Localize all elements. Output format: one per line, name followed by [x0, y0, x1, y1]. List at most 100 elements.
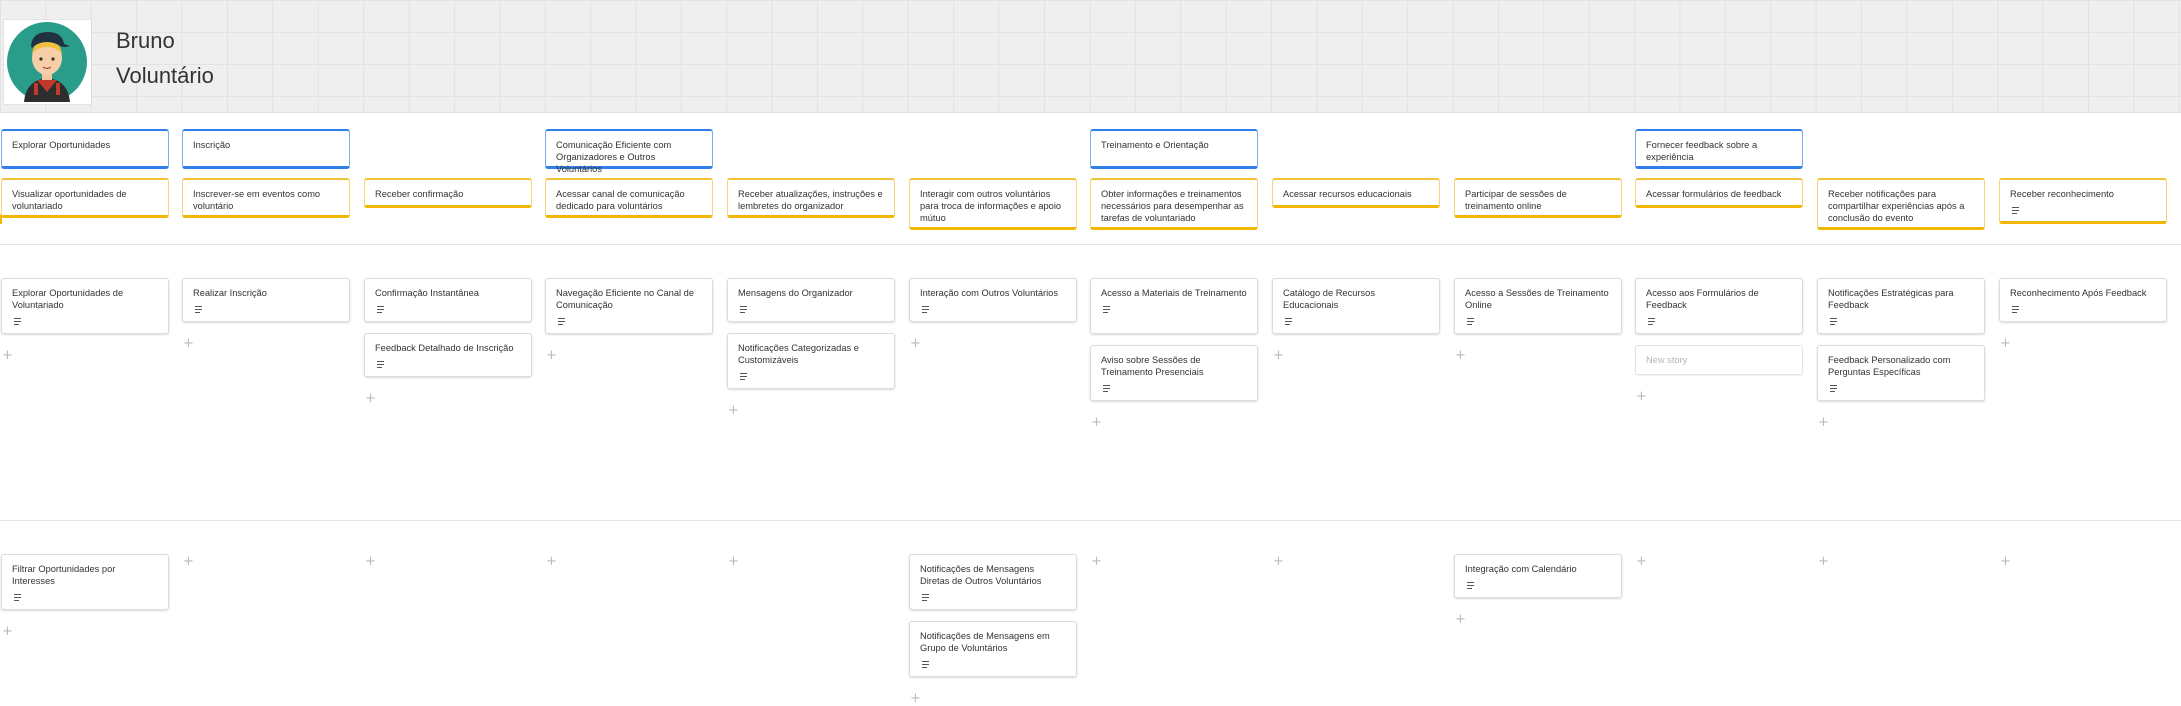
activity-card-label: Receber reconhecimento	[2010, 189, 2114, 199]
note-icon[interactable]	[2010, 304, 2022, 315]
add-story-button[interactable]: +	[365, 391, 376, 406]
activity-card[interactable]: Obter informações e treinamentos necessá…	[1090, 178, 1258, 230]
persona-name[interactable]: Bruno	[116, 28, 175, 53]
add-story-button[interactable]: +	[1455, 348, 1466, 363]
activity-card[interactable]: Visualizar oportunidades de voluntariado	[1, 178, 169, 218]
story-card[interactable]: Notificações de Mensagens em Grupo de Vo…	[909, 621, 1077, 677]
add-story-button[interactable]: +	[1273, 348, 1284, 363]
story-card[interactable]: Notificações Estratégicas para Feedback	[1817, 278, 1985, 334]
story-card[interactable]: Notificações Categorizadas e Customizáve…	[727, 333, 895, 389]
activity-card[interactable]: Receber reconhecimento	[1999, 178, 2167, 224]
add-story-button[interactable]: +	[546, 554, 557, 569]
activity-card-label: Receber notificações para compartilhar e…	[1828, 189, 1965, 223]
note-icon[interactable]	[375, 359, 387, 370]
add-story-button[interactable]: +	[2, 348, 13, 363]
story-card-label: Notificações Categorizadas e Customizáve…	[738, 343, 859, 365]
activity-card-label: Interagir com outros voluntários para tr…	[920, 189, 1062, 223]
story-card-label: Confirmação Instantânea	[375, 288, 479, 298]
story-card[interactable]: Interação com Outros Voluntários	[909, 278, 1077, 322]
add-story-button[interactable]: +	[183, 336, 194, 351]
goal-card[interactable]: Comunicação Eficiente com Organizadores …	[545, 129, 713, 174]
add-story-button[interactable]: +	[728, 403, 739, 418]
story-card[interactable]: Realizar Inscrição	[182, 278, 350, 322]
activity-card[interactable]: Acessar recursos educacionais	[1272, 178, 1440, 208]
story-card[interactable]: Feedback Detalhado de Inscrição	[364, 333, 532, 377]
story-card[interactable]: Filtrar Oportunidades por Interesses	[1, 554, 169, 610]
add-story-button[interactable]: +	[1091, 415, 1102, 430]
story-card[interactable]: Confirmação Instantânea	[364, 278, 532, 322]
activity-card[interactable]: Receber notificações para compartilhar e…	[1817, 178, 1985, 230]
add-story-button[interactable]: +	[2000, 336, 2011, 351]
note-icon[interactable]	[1465, 316, 1477, 327]
note-icon[interactable]	[2010, 205, 2022, 216]
note-icon[interactable]	[1465, 580, 1477, 591]
add-story-button[interactable]: +	[910, 336, 921, 351]
add-story-button[interactable]: +	[1818, 415, 1829, 430]
note-icon[interactable]	[1101, 383, 1113, 394]
activity-card[interactable]: Acessar formulários de feedback	[1635, 178, 1803, 208]
story-card[interactable]: Acesso a Materiais de Treinamento	[1090, 278, 1258, 334]
story-card[interactable]: Acesso a Sessões de Treinamento Online	[1454, 278, 1622, 334]
story-card[interactable]: Acesso aos Formulários de Feedback	[1635, 278, 1803, 334]
selection-marker	[0, 214, 2, 224]
goal-card[interactable]: Treinamento e Orientação	[1090, 129, 1258, 169]
note-icon[interactable]	[1101, 304, 1113, 315]
add-story-button[interactable]: +	[2000, 554, 2011, 569]
add-story-button[interactable]: +	[910, 691, 921, 706]
add-story-button[interactable]: +	[1091, 554, 1102, 569]
story-card[interactable]: Integração com Calendário	[1454, 554, 1622, 598]
note-icon[interactable]	[12, 592, 24, 603]
story-card-label: Feedback Detalhado de Inscrição	[375, 343, 514, 353]
add-story-button[interactable]: +	[1818, 554, 1829, 569]
activity-card[interactable]: Inscrever-se em eventos como voluntário	[182, 178, 350, 218]
persona-role[interactable]: Voluntário	[116, 63, 214, 88]
note-icon[interactable]	[920, 592, 932, 603]
note-icon[interactable]	[1646, 316, 1658, 327]
story-card[interactable]: Feedback Personalizado com Perguntas Esp…	[1817, 345, 1985, 401]
activity-card[interactable]: Interagir com outros voluntários para tr…	[909, 178, 1077, 230]
note-icon[interactable]	[1828, 383, 1840, 394]
goal-card[interactable]: Inscrição	[182, 129, 350, 169]
persona-avatar[interactable]	[4, 20, 91, 104]
add-story-button[interactable]: +	[1273, 554, 1284, 569]
new-story-input[interactable]: New story	[1635, 345, 1803, 375]
note-icon[interactable]	[1828, 316, 1840, 327]
add-story-button[interactable]: +	[365, 554, 376, 569]
activity-card[interactable]: Participar de sessões de treinamento onl…	[1454, 178, 1622, 218]
add-story-button[interactable]: +	[728, 554, 739, 569]
activity-card-label: Visualizar oportunidades de voluntariado	[12, 189, 127, 211]
activity-card-label: Participar de sessões de treinamento onl…	[1465, 189, 1567, 211]
goal-card[interactable]: Explorar Oportunidades	[1, 129, 169, 169]
activity-card-label: Obter informações e treinamentos necessá…	[1101, 189, 1244, 223]
note-icon[interactable]	[556, 316, 568, 327]
story-card[interactable]: Notificações de Mensagens Diretas de Out…	[909, 554, 1077, 610]
story-card[interactable]: Explorar Oportunidades de Voluntariado	[1, 278, 169, 334]
add-story-button[interactable]: +	[1636, 554, 1647, 569]
add-story-button[interactable]: +	[1455, 612, 1466, 627]
story-card[interactable]: Aviso sobre Sessões de Treinamento Prese…	[1090, 345, 1258, 401]
release-divider	[0, 520, 2181, 521]
add-story-button[interactable]: +	[1636, 389, 1647, 404]
note-icon[interactable]	[12, 316, 24, 327]
activity-card[interactable]: Receber confirmação	[364, 178, 532, 208]
note-icon[interactable]	[1283, 316, 1295, 327]
add-story-button[interactable]: +	[2, 624, 13, 639]
note-icon[interactable]	[738, 304, 750, 315]
story-card-label: Interação com Outros Voluntários	[920, 288, 1058, 298]
story-card-label: Reconhecimento Após Feedback	[2010, 288, 2147, 298]
story-card[interactable]: Reconhecimento Após Feedback	[1999, 278, 2167, 322]
activity-card[interactable]: Receber atualizações, instruções e lembr…	[727, 178, 895, 218]
add-story-button[interactable]: +	[546, 348, 557, 363]
note-icon[interactable]	[738, 371, 750, 382]
story-card[interactable]: Catálogo de Recursos Educacionais	[1272, 278, 1440, 334]
note-icon[interactable]	[920, 304, 932, 315]
story-card[interactable]: Navegação Eficiente no Canal de Comunica…	[545, 278, 713, 334]
goal-card[interactable]: Fornecer feedback sobre a experiência	[1635, 129, 1803, 169]
add-story-button[interactable]: +	[183, 554, 194, 569]
note-icon[interactable]	[920, 659, 932, 670]
activity-card[interactable]: Acessar canal de comunicação dedicado pa…	[545, 178, 713, 218]
story-card[interactable]: Mensagens do Organizador	[727, 278, 895, 322]
note-icon[interactable]	[193, 304, 205, 315]
note-icon[interactable]	[375, 304, 387, 315]
story-card-label: Catálogo de Recursos Educacionais	[1283, 288, 1375, 310]
